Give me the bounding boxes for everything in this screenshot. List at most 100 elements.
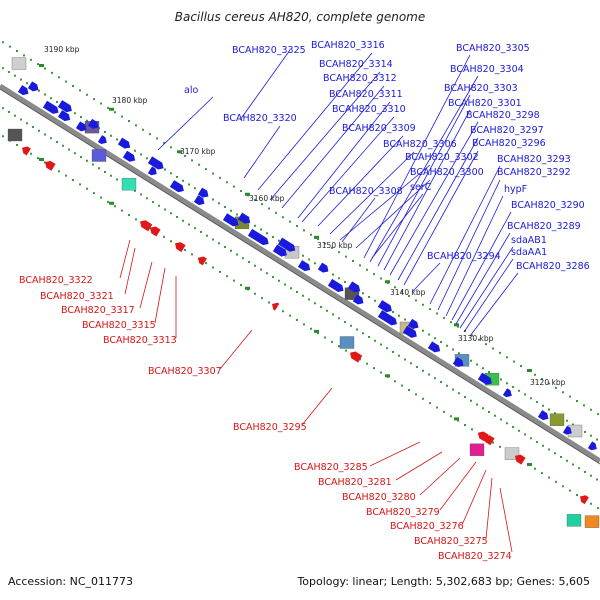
tick-mark bbox=[109, 201, 114, 205]
gene-label-bcah820-3276[interactable]: BCAH820_3276 bbox=[390, 521, 464, 532]
ring-dot bbox=[44, 67, 46, 70]
gene-label-bcah820-3289[interactable]: BCAH820_3289 bbox=[507, 221, 581, 232]
ring-dot bbox=[530, 437, 532, 440]
ring-dot bbox=[2, 41, 4, 44]
gene-label-bcah820-3301[interactable]: BCAH820_3301 bbox=[448, 98, 522, 109]
ring-dot bbox=[218, 202, 220, 205]
gene-label-bcah820-3314[interactable]: BCAH820_3314 bbox=[319, 59, 393, 70]
ring-dot bbox=[68, 148, 70, 151]
gene-label-bcah820-3300[interactable]: BCAH820_3300 bbox=[410, 167, 484, 178]
ring-dot bbox=[566, 459, 568, 462]
leader-line bbox=[389, 121, 479, 276]
gene-label-bcah820-3280[interactable]: BCAH820_3280 bbox=[342, 492, 416, 503]
gene-label-bcah820-3305[interactable]: BCAH820_3305 bbox=[456, 43, 530, 54]
gene-label-bcah820-3306[interactable]: BCAH820_3306 bbox=[383, 139, 457, 150]
ring-dot bbox=[93, 192, 95, 195]
gene-label-bcah820-3295[interactable]: BCAH820_3295 bbox=[233, 422, 307, 433]
ring-dot bbox=[182, 179, 184, 182]
genome-map: 3190 kbp 3180 kbp 3170 kbp 3160 kbp 3150… bbox=[0, 40, 600, 562]
ring-dot bbox=[584, 431, 586, 433]
gene-arrow bbox=[140, 220, 153, 232]
gene-label-bcah820-3298[interactable]: BCAH820_3298 bbox=[466, 110, 540, 121]
leader-line bbox=[485, 477, 493, 540]
gene-label-sdaaa1[interactable]: sdaAA1 bbox=[511, 247, 547, 258]
gene-label-bcah820-3303[interactable]: BCAH820_3303 bbox=[444, 83, 518, 94]
ring-dot bbox=[116, 138, 118, 141]
gene-label-bcah820-3297[interactable]: BCAH820_3297 bbox=[470, 125, 544, 136]
ring-dot bbox=[212, 266, 214, 269]
gene-label-bcah820-3312[interactable]: BCAH820_3312 bbox=[323, 73, 397, 84]
gene-label-alo[interactable]: alo bbox=[184, 85, 198, 96]
tick-mark bbox=[385, 374, 390, 378]
gene-arrow bbox=[452, 356, 464, 367]
ring-dot bbox=[158, 204, 160, 207]
ring-dot bbox=[408, 389, 410, 391]
gene-label-sdaab1[interactable]: sdaAB1 bbox=[511, 235, 547, 246]
gene-label-bcah820-3310[interactable]: BCAH820_3310 bbox=[332, 104, 406, 115]
gene-label-bcah820-3279[interactable]: BCAH820_3279 bbox=[366, 507, 440, 518]
tick-mark bbox=[177, 150, 182, 154]
ring-dot bbox=[242, 257, 244, 260]
gene-arrow bbox=[478, 431, 489, 442]
gene-label-bcah820-3317[interactable]: BCAH820_3317 bbox=[61, 305, 135, 316]
ring-dot bbox=[65, 174, 67, 177]
gene-label-bcah820-3285[interactable]: BCAH820_3285 bbox=[294, 462, 368, 473]
gene-arrow bbox=[297, 260, 311, 272]
feature-block bbox=[566, 514, 582, 527]
gene-label-bcah820-3275[interactable]: BCAH820_3275 bbox=[414, 536, 488, 547]
ring-dot bbox=[470, 359, 472, 362]
ring-dot bbox=[590, 434, 592, 437]
leader-line bbox=[403, 150, 479, 286]
ring-dot bbox=[458, 392, 460, 395]
gene-label-bcah820-3308[interactable]: BCAH820_3308 bbox=[329, 186, 403, 197]
gene-label-bcah820-3292[interactable]: BCAH820_3292 bbox=[497, 167, 571, 178]
ring-dot bbox=[380, 277, 382, 280]
ring-dot bbox=[470, 399, 472, 402]
gene-label-bcah820-3302[interactable]: BCAH820_3302 bbox=[405, 152, 479, 163]
gene-label-bcah820-3294[interactable]: BCAH820_3294 bbox=[427, 251, 501, 262]
ring-dot bbox=[398, 354, 400, 357]
gene-label-bcah820-3307[interactable]: BCAH820_3307 bbox=[148, 366, 222, 377]
ring-dot bbox=[415, 393, 417, 396]
ring-dot bbox=[188, 223, 190, 226]
gene-label-bcah820-3313[interactable]: BCAH820_3313 bbox=[103, 335, 177, 346]
ring-dot bbox=[37, 157, 39, 160]
ring-dot bbox=[226, 275, 228, 278]
ring-dot bbox=[518, 429, 520, 432]
ring-dot bbox=[394, 286, 396, 289]
leader-line bbox=[429, 165, 501, 305]
ring-dot bbox=[476, 363, 478, 366]
gene-label-bcah820-3293[interactable]: BCAH820_3293 bbox=[497, 154, 571, 165]
ring-dot bbox=[164, 208, 166, 211]
gene-label-bcah820-3321[interactable]: BCAH820_3321 bbox=[40, 291, 114, 302]
gene-arrow bbox=[27, 81, 39, 92]
gene-label-bcah820-3322[interactable]: BCAH820_3322 bbox=[19, 275, 93, 286]
gene-label-bcah820-3274[interactable]: BCAH820_3274 bbox=[438, 551, 512, 562]
leader-line bbox=[341, 197, 376, 243]
ring-dot bbox=[446, 384, 448, 387]
gene-label-bcah820-3309[interactable]: BCAH820_3309 bbox=[342, 123, 416, 134]
ring-dot bbox=[290, 287, 292, 290]
gene-label-bcah820-3315[interactable]: BCAH820_3315 bbox=[82, 320, 156, 331]
gene-label-bcah820-3311[interactable]: BCAH820_3311 bbox=[329, 89, 403, 100]
gene-label-bcah820-3320[interactable]: BCAH820_3320 bbox=[223, 113, 297, 124]
ring-dot bbox=[374, 299, 376, 302]
gene-label-bcah820-3316[interactable]: BCAH820_3316 bbox=[311, 40, 385, 51]
leader-line bbox=[419, 457, 461, 496]
gene-label-bcah820-3304[interactable]: BCAH820_3304 bbox=[450, 64, 524, 75]
leader-line bbox=[437, 179, 501, 311]
ring-dot bbox=[373, 273, 375, 276]
leader-line bbox=[281, 85, 385, 209]
ring-dot bbox=[224, 246, 226, 248]
leader-line bbox=[369, 441, 421, 467]
gene-label-bcah820-3286[interactable]: BCAH820_3286 bbox=[516, 261, 590, 272]
ring-dot bbox=[289, 220, 291, 223]
gene-label-bcah820-3296[interactable]: BCAH820_3296 bbox=[472, 138, 546, 149]
gene-label-serc[interactable]: serC bbox=[410, 182, 432, 193]
gene-label-bcah820-3290[interactable]: BCAH820_3290 bbox=[511, 200, 585, 211]
gene-label-bcah820-3325[interactable]: BCAH820_3325 bbox=[232, 45, 306, 56]
gene-label-hypf[interactable]: hypF bbox=[504, 184, 527, 195]
ring-dot bbox=[524, 393, 526, 396]
gene-label-bcah820-3281[interactable]: BCAH820_3281 bbox=[318, 477, 392, 488]
ring-dot bbox=[170, 240, 172, 243]
